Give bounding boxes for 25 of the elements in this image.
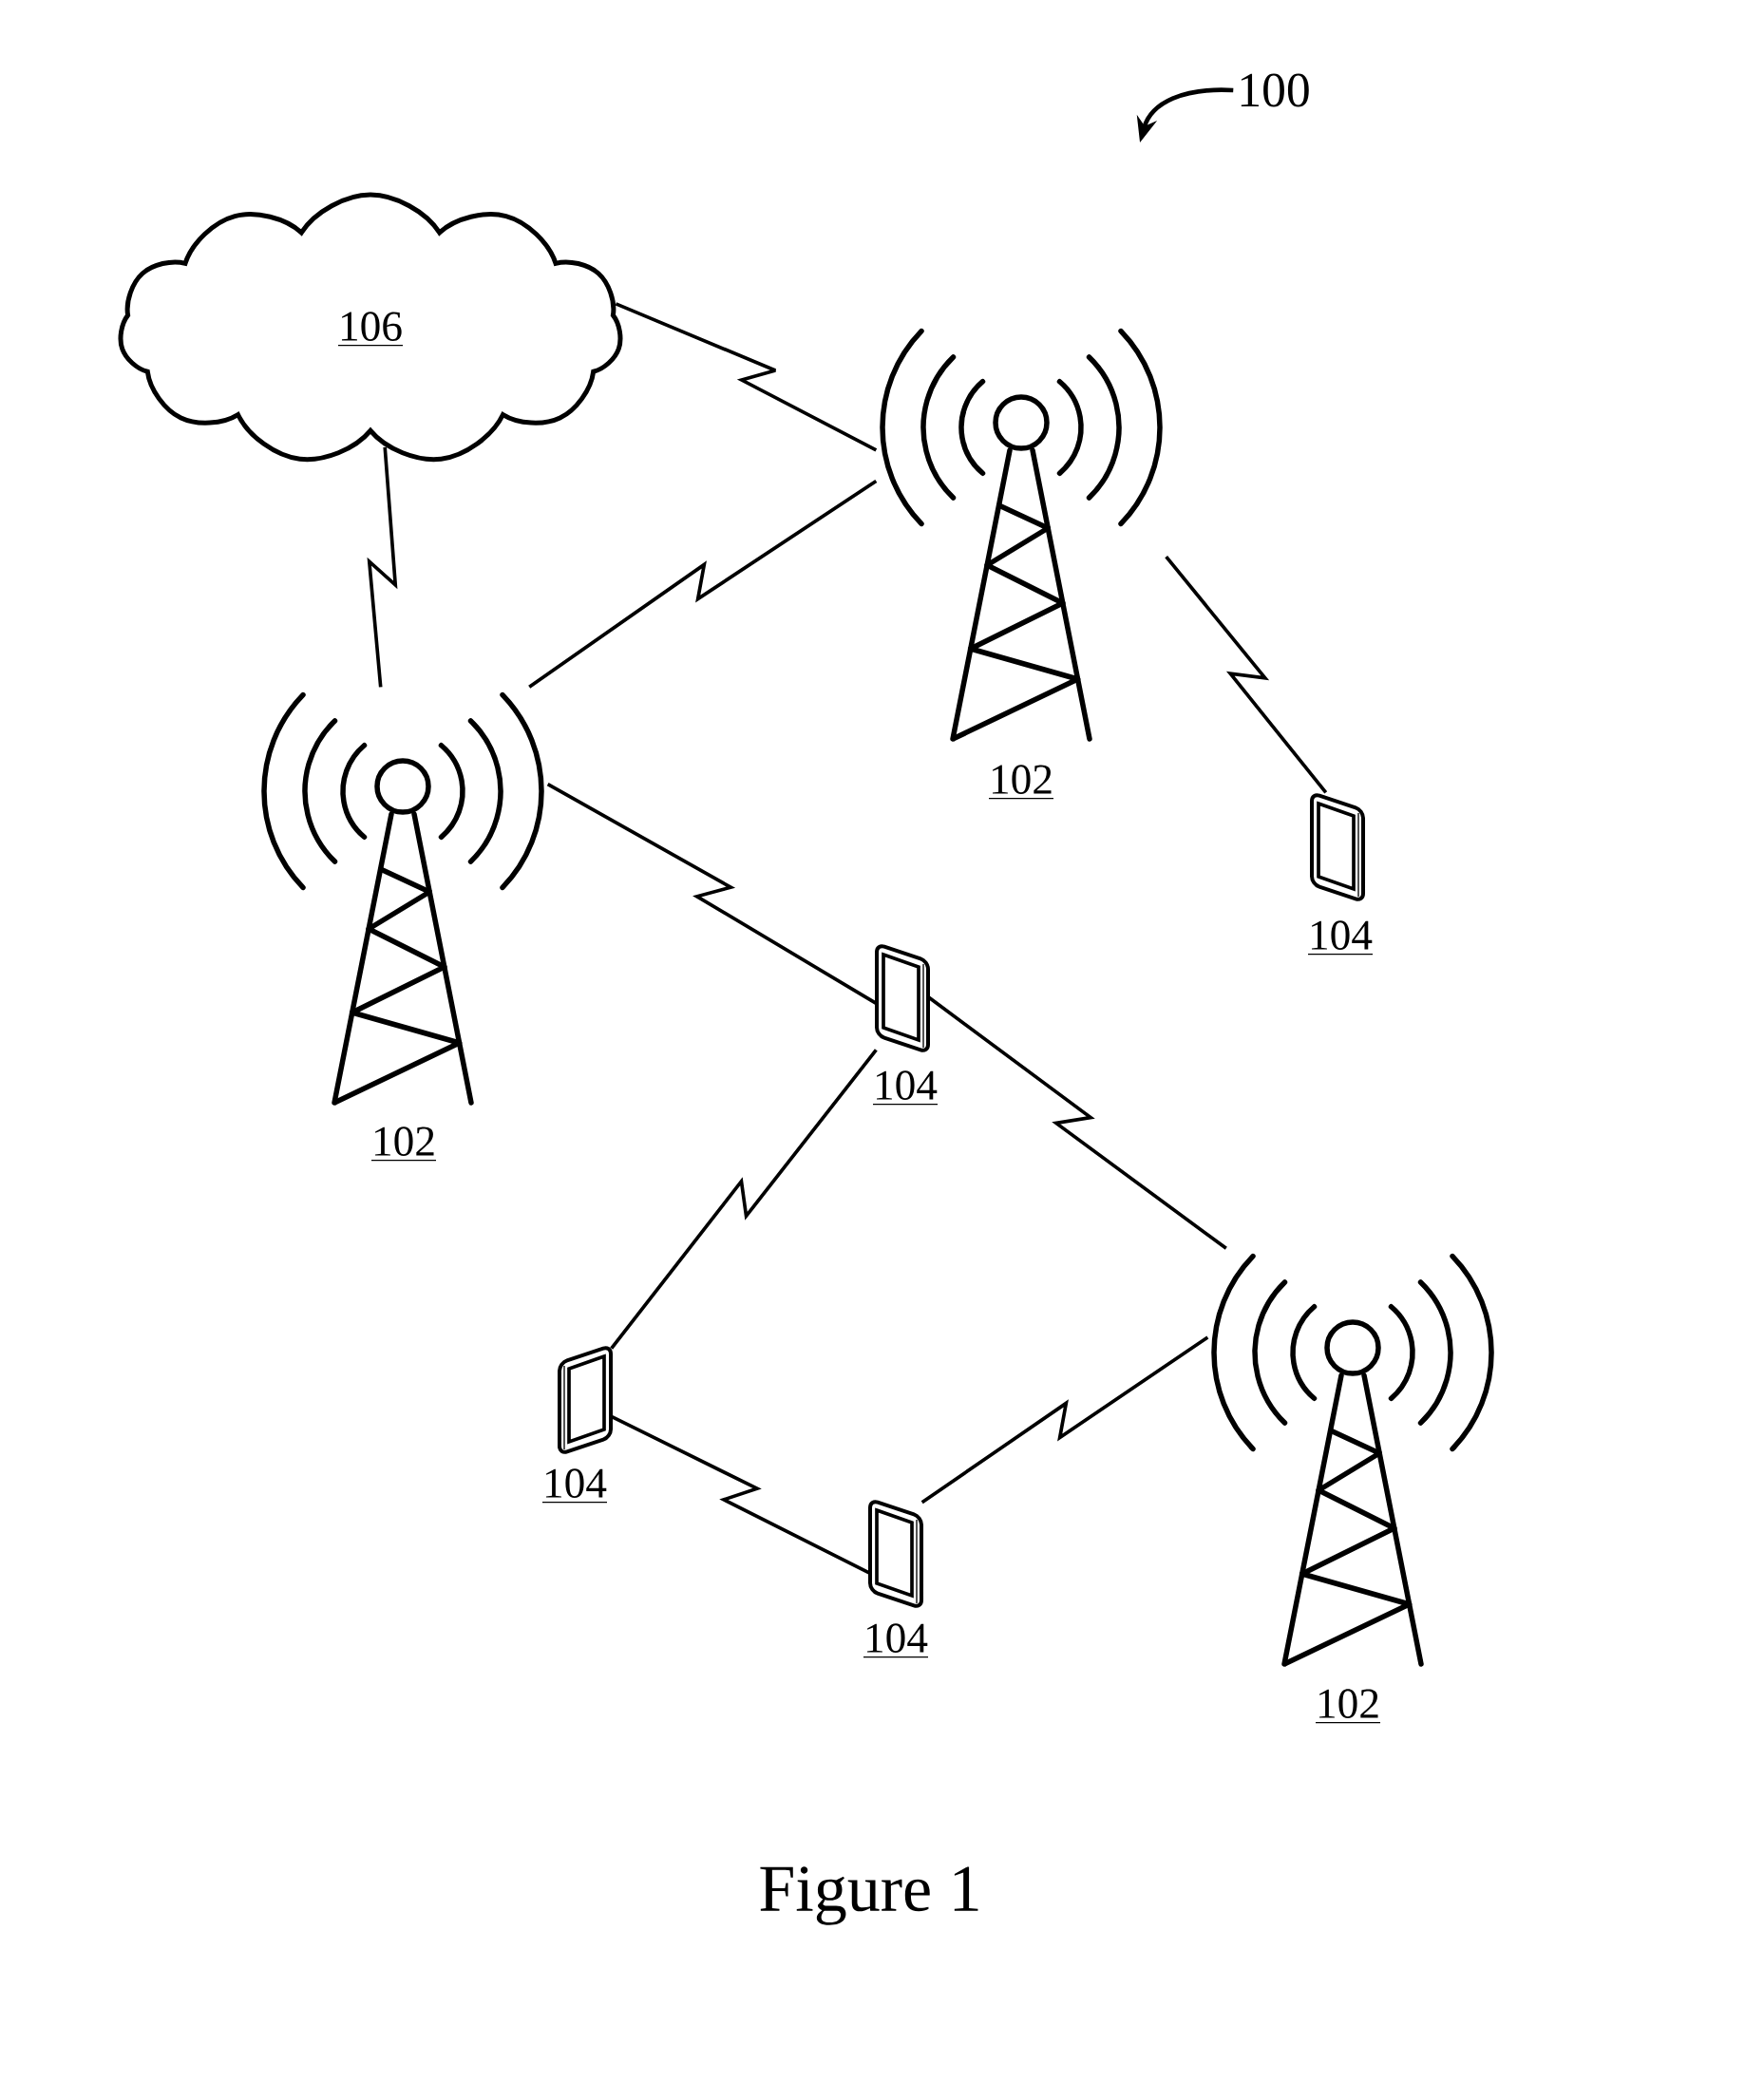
figure-caption: Figure 1: [760, 1866, 978, 1925]
antenna-tower: [261, 691, 544, 1106]
reference-numeral: 102: [1315, 1689, 1381, 1724]
antenna-tower: [1211, 1253, 1494, 1667]
reference-numeral: 104: [863, 1623, 929, 1658]
lightning-link: [615, 302, 878, 452]
reference-numeral: 102: [988, 765, 1054, 800]
lightning-link: [610, 1049, 878, 1350]
reference-numeral: 100: [1241, 73, 1309, 107]
lightning-link: [1165, 556, 1328, 794]
reference-numeral: 102: [370, 1126, 437, 1162]
mobile-phone: [558, 1346, 613, 1454]
mobile-phone: [868, 1500, 923, 1608]
lightning-link: [528, 479, 878, 689]
lightning-link: [546, 783, 878, 1005]
lightning-link: [927, 995, 1227, 1250]
lightning-link: [920, 1335, 1209, 1505]
antenna-tower: [880, 328, 1163, 742]
reference-numeral: 104: [541, 1468, 608, 1504]
lightning-link: [367, 446, 398, 688]
lightning-link: [610, 1414, 871, 1575]
reference-numeral: 104: [1307, 920, 1374, 956]
reference-numeral: 104: [872, 1070, 939, 1106]
mobile-phone: [875, 944, 930, 1052]
mobile-phone: [1310, 793, 1365, 901]
